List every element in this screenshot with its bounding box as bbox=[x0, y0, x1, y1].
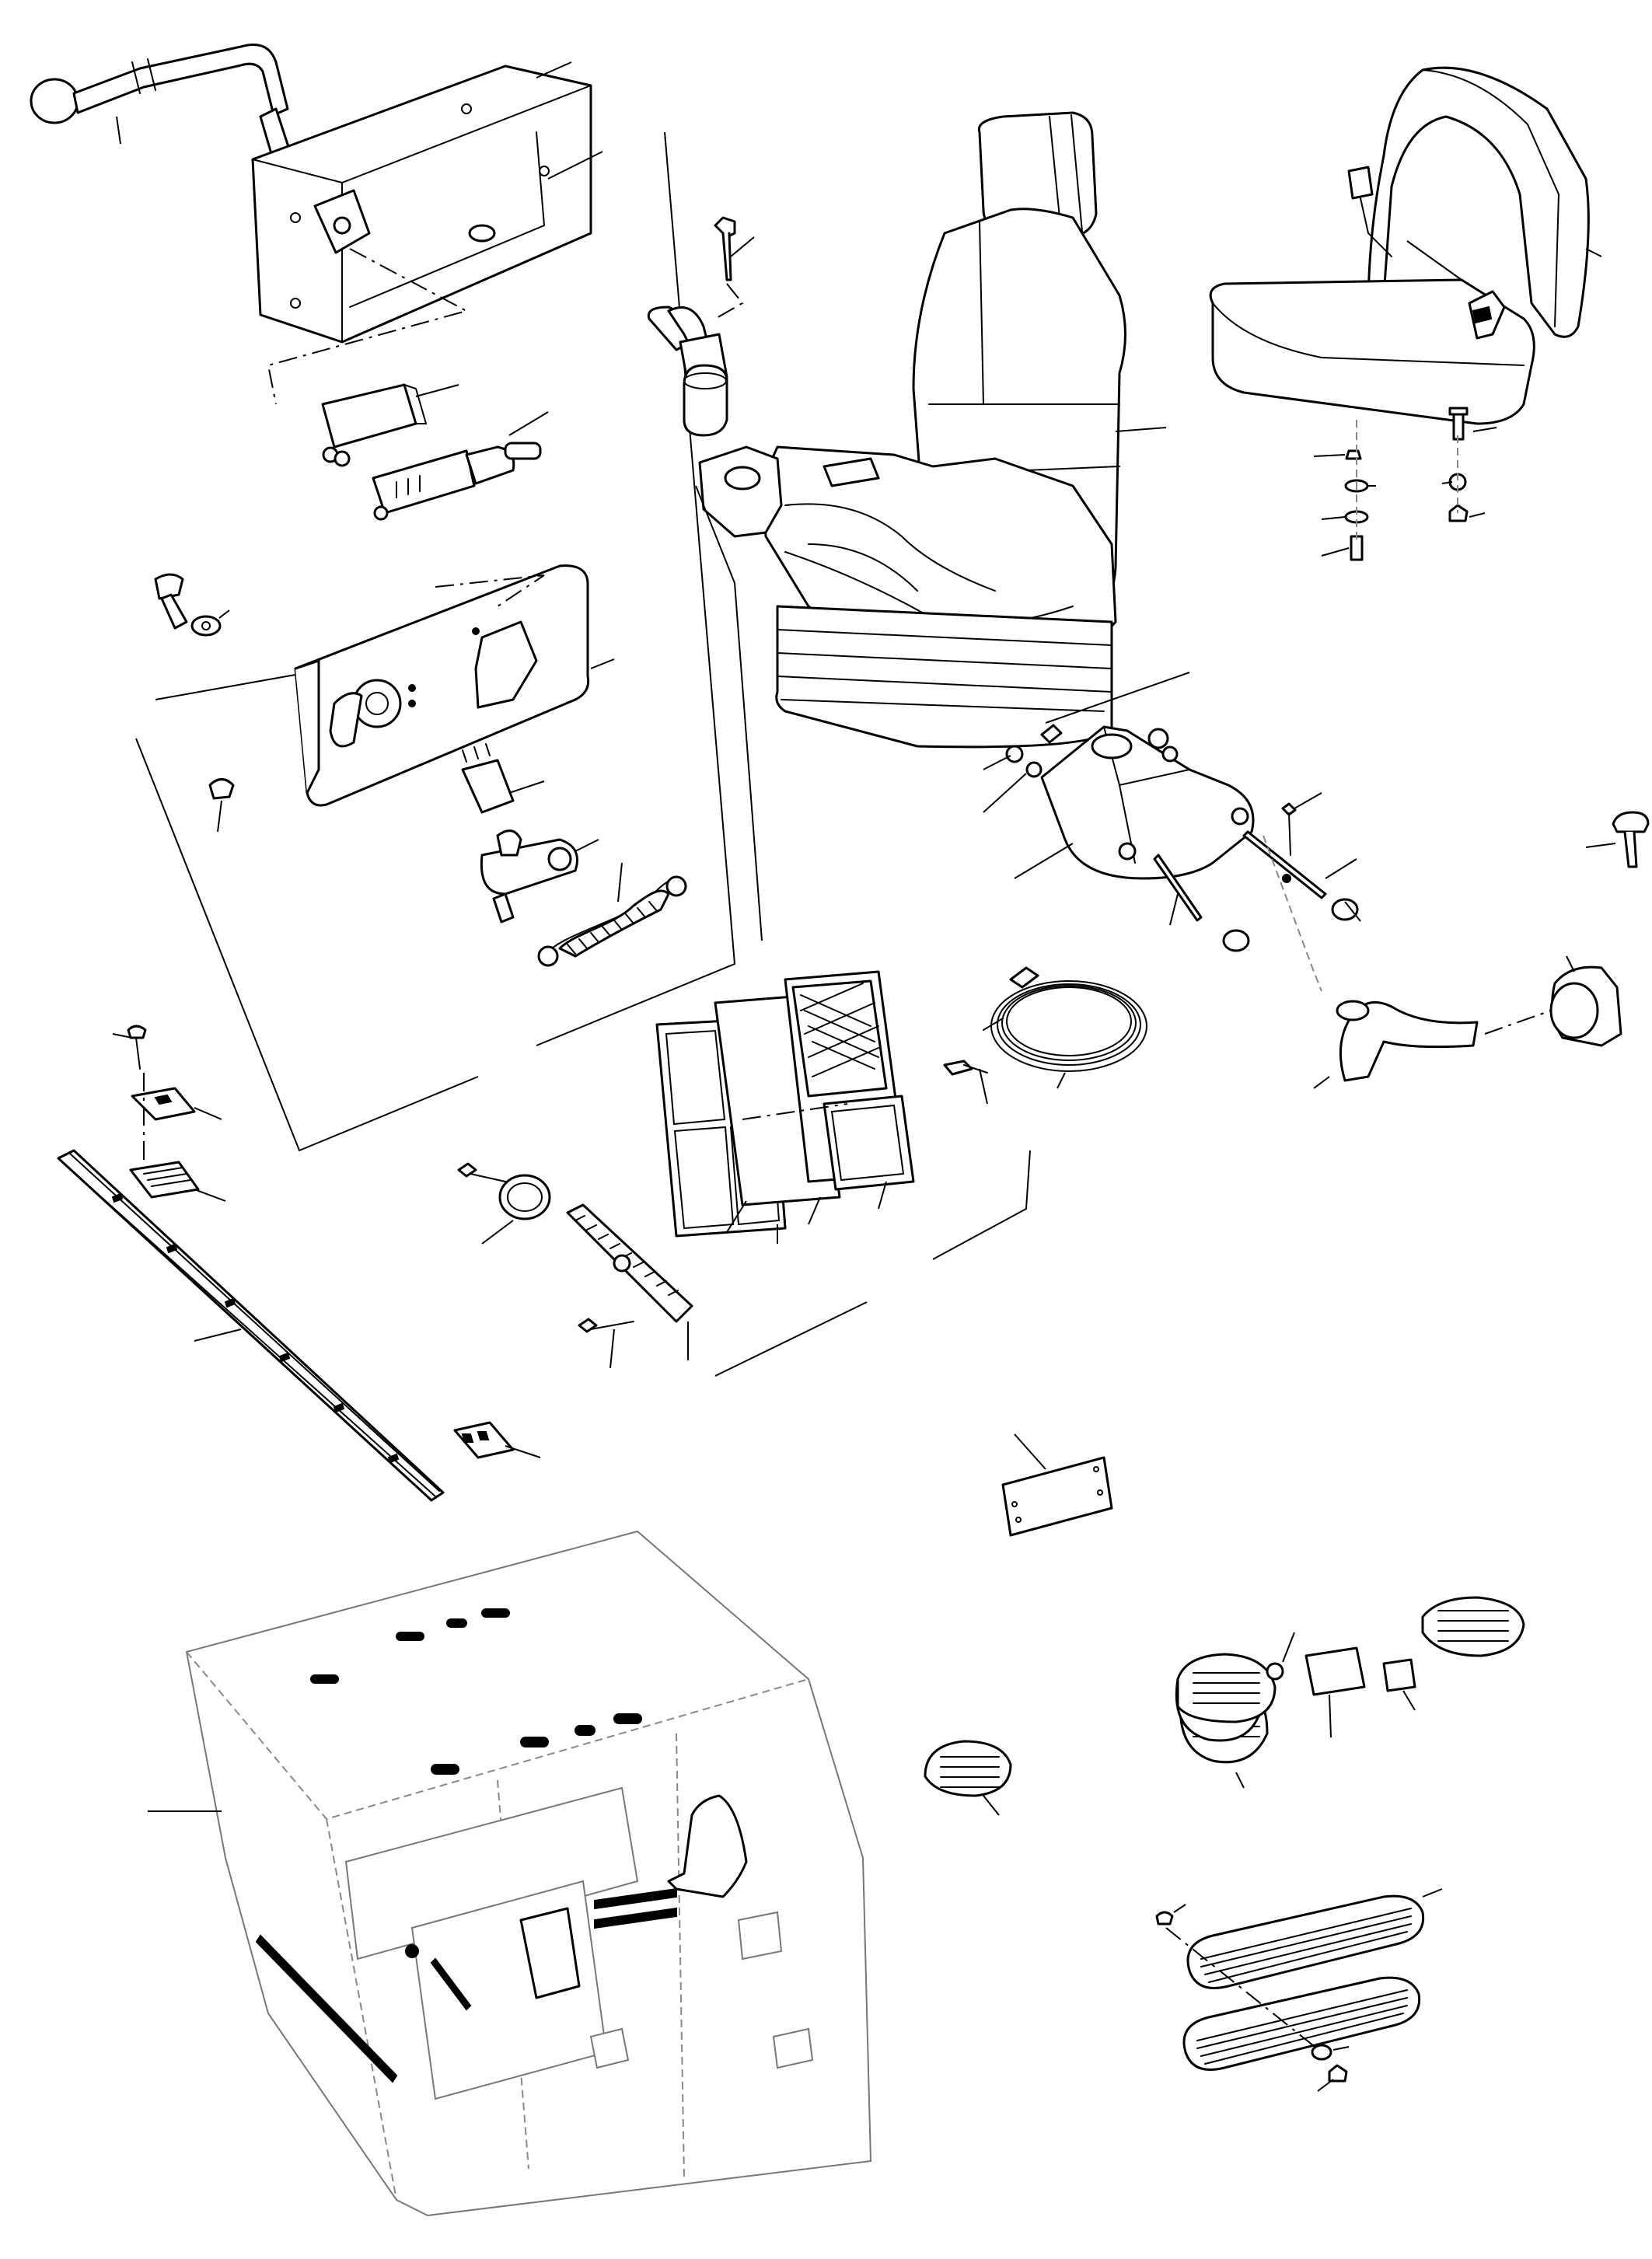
switch-block bbox=[321, 383, 459, 467]
long-air-grille bbox=[1155, 1888, 1443, 2092]
screw-and-washer bbox=[154, 573, 235, 833]
round-air-vent bbox=[457, 1162, 551, 1245]
oval-air-vent bbox=[1421, 1596, 1525, 1657]
fold-seat-with-belt bbox=[1209, 66, 1602, 561]
operator-seat bbox=[695, 111, 1167, 941]
leader-line bbox=[135, 738, 479, 1152]
control-box bbox=[251, 61, 603, 405]
return-spring bbox=[537, 862, 687, 967]
handle-grip bbox=[1549, 811, 1650, 1047]
hose bbox=[1313, 1000, 1552, 1089]
leader-line bbox=[714, 1150, 1031, 1377]
oval-air-vent bbox=[924, 1740, 1012, 1816]
seat-base-console bbox=[983, 672, 1255, 880]
vent-fastener-set bbox=[1266, 1632, 1416, 1738]
control-panel-plate bbox=[155, 564, 615, 807]
micro-switch bbox=[461, 743, 545, 814]
linkage-pin bbox=[480, 829, 599, 924]
filter-frame-assembly bbox=[655, 970, 915, 1244]
rubber-strip bbox=[57, 1149, 445, 1502]
toggle-switch bbox=[372, 411, 549, 521]
oval-air-vent bbox=[1176, 1653, 1277, 1723]
joystick bbox=[647, 216, 755, 437]
pins-and-caps bbox=[1153, 792, 1361, 992]
cover-plate bbox=[1001, 1433, 1113, 1537]
clip-bracket bbox=[112, 1025, 541, 1459]
coiled-cable bbox=[943, 966, 1147, 1105]
slotted-air-louver bbox=[566, 1203, 693, 1369]
cab-structure bbox=[148, 1530, 872, 2217]
